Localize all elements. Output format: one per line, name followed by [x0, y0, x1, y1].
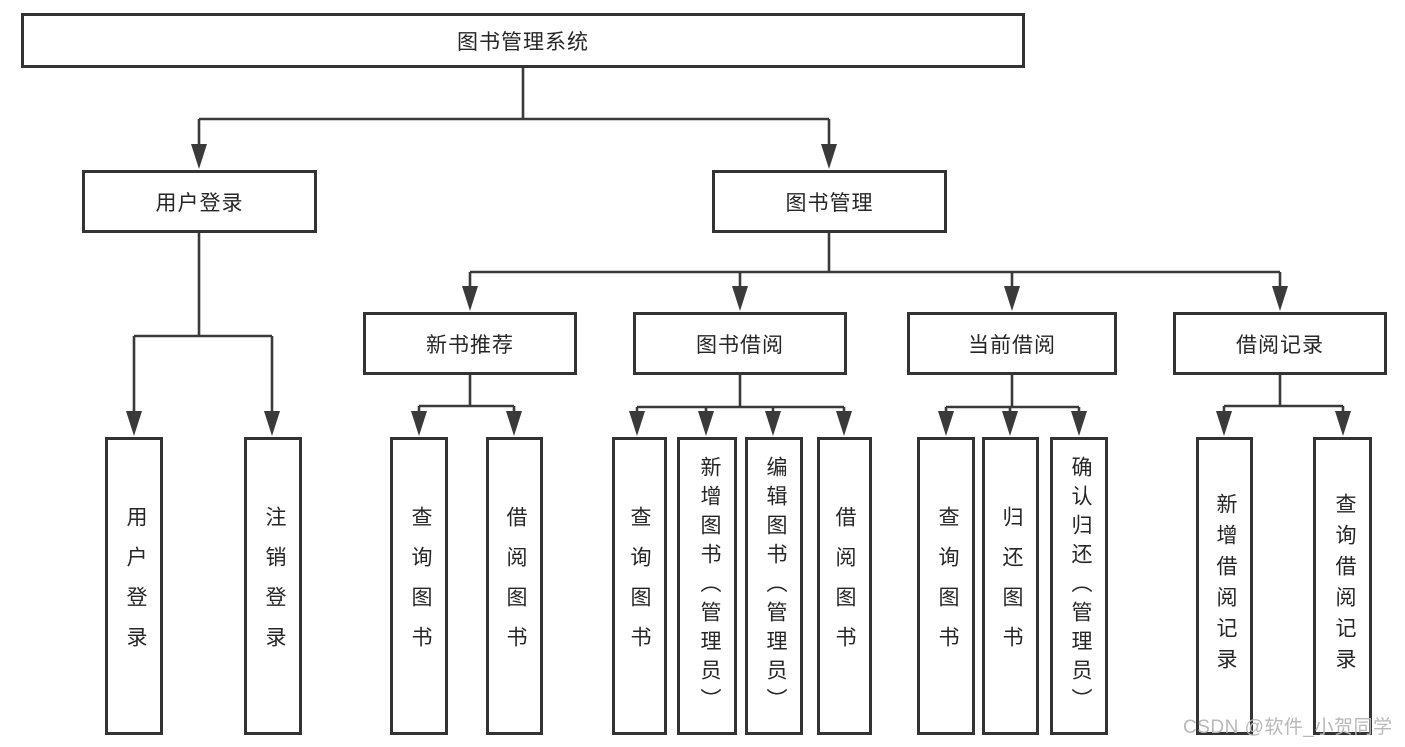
leaf-add-borrow-record: 新增借阅记录	[1196, 437, 1253, 735]
leaf-return-books: 归还图书	[982, 437, 1039, 735]
leaf-user-login: 用户登录	[105, 437, 163, 735]
node-borrow-records: 借阅记录	[1173, 312, 1387, 375]
node-current-borrow: 当前借阅	[907, 312, 1117, 375]
arrowheads	[126, 144, 1351, 436]
node-new-book-recommend: 新书推荐	[363, 312, 577, 375]
leaf-query-books-borrow: 查询图书	[612, 437, 667, 735]
node-book-management: 图书管理	[712, 170, 947, 233]
leaf-query-books-current: 查询图书	[917, 437, 975, 735]
leaf-query-books-recommend: 查询图书	[390, 437, 448, 735]
csdn-watermark: CSDN @软件_小贺同学	[1183, 717, 1393, 738]
node-library-system: 图书管理系统	[21, 13, 1025, 68]
leaf-edit-books-admin: 编辑图书（管理员）	[745, 437, 803, 735]
leaf-add-books-admin: 新增图书（管理员）	[677, 437, 737, 735]
leaf-query-borrow-record: 查询借阅记录	[1313, 437, 1372, 735]
leaf-borrow-books: 借阅图书	[817, 437, 872, 735]
node-user-login: 用户登录	[82, 170, 317, 233]
leaf-borrow-books-recommend: 借阅图书	[486, 437, 543, 735]
leaf-logout: 注销登录	[244, 437, 302, 735]
leaf-confirm-return-admin: 确认归还（管理员）	[1050, 437, 1108, 735]
node-book-borrow: 图书借阅	[633, 312, 847, 375]
